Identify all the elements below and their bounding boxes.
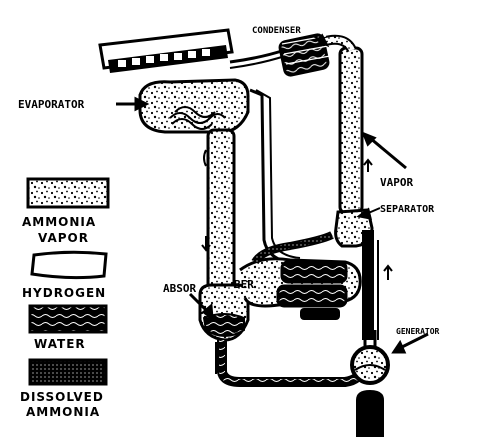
- vapor-label: VAPOR: [380, 176, 413, 189]
- callouts: [116, 33, 429, 354]
- legend-label-ammonia-vapor-2: VAPOR: [38, 231, 89, 245]
- legend-label-hydrogen: HYDROGEN: [22, 286, 106, 300]
- legend-swatch-water: [28, 304, 108, 334]
- absorber-down-arrow: [201, 236, 211, 252]
- pipework: [138, 34, 390, 437]
- legend-swatch-hydrogen: [30, 250, 108, 280]
- legend-label-dissolved-ammonia-1: DISSOLVED: [20, 390, 104, 404]
- separator-label: SEPARATOR: [380, 204, 435, 215]
- condenser-coil: [278, 33, 331, 77]
- legend-label-water: WATER: [34, 337, 86, 351]
- condenser-label: CONDENSER: [252, 26, 301, 36]
- separator-up-arrow: [383, 264, 393, 280]
- flow-arrows: [201, 149, 393, 280]
- legend-label-ammonia-vapor-1: AMMONIA: [22, 215, 96, 229]
- absorber-coil: [276, 260, 348, 320]
- legend-label-dissolved-ammonia-2: AMMONIA: [26, 405, 100, 419]
- vapor-up-arrow: [363, 158, 373, 172]
- generator-label: GENERATOR: [396, 327, 440, 336]
- legend-swatch-ammonia-vapor: [26, 177, 110, 209]
- legend: AMMONIA VAPOR HYDROGEN WATER DISSOLVED A…: [20, 177, 110, 419]
- legend-swatch-dissolved-ammonia: [28, 358, 108, 386]
- evaporator-flow-mark: [203, 149, 207, 167]
- evaporator-label: EVAPORATOR: [18, 98, 85, 111]
- freezer-box: [98, 28, 234, 73]
- absorber-label-right: BER: [234, 278, 254, 291]
- absorber-label-left: ABSOR: [163, 282, 196, 295]
